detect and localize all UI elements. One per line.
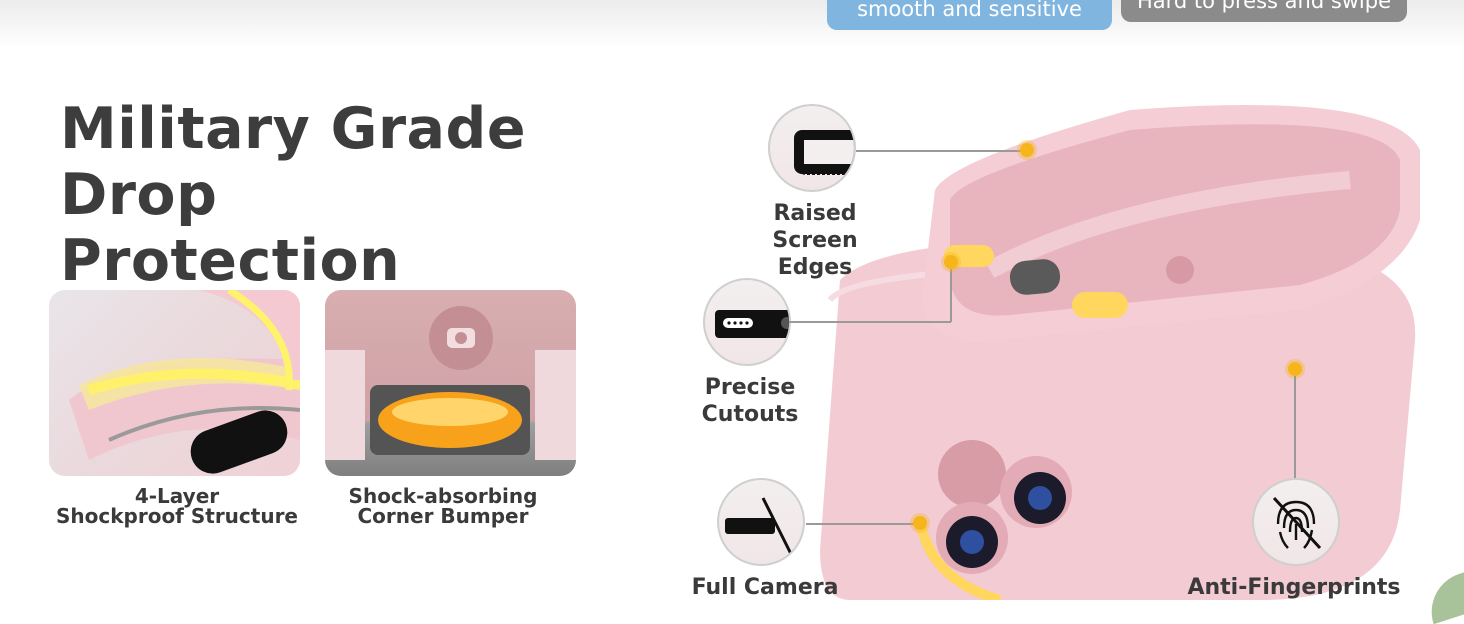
full-camera-label-line-1: Full Camera [691, 575, 839, 600]
corner-bumper-image [325, 290, 576, 476]
precise-cutouts-pointer-line-horizontal [789, 321, 951, 323]
smooth-sensitive-text: smooth and sensitive [857, 0, 1082, 21]
shockproof-structure-image [49, 290, 300, 476]
full-camera-pointer-line [806, 523, 916, 525]
corner-bumper-caption-line-2: Corner Bumper [357, 504, 529, 528]
corner-bumper-caption-line-1: Shock-absorbing [348, 484, 538, 508]
title-line-2: Protection [60, 228, 401, 294]
full-camera-label: Full Camera [690, 574, 840, 601]
smooth-sensitive-badge: smooth and sensitive [827, 0, 1112, 30]
shockproof-caption-line-2: Shockproof Structure [55, 504, 298, 528]
anti-fingerprints-label: Anti-Fingerprints [1184, 574, 1404, 601]
anti-fingerprints-circle [1252, 478, 1340, 566]
raised-edge-label-line-1: Raised Screen [772, 201, 858, 253]
pink-phone-case-illustration [820, 105, 1420, 600]
raised-edge-pointer-line [856, 150, 1026, 152]
raised-edge-label: Raised Screen Edges [730, 200, 900, 281]
camera-lens-edge-icon [725, 497, 793, 555]
anti-fingerprints-label-line-1: Anti-Fingerprints [1187, 575, 1401, 600]
raised-edge-label-line-2: Edges [777, 255, 853, 280]
full-camera-marker [913, 516, 927, 530]
shockproof-caption: 4-Layer Shockproof Structure [47, 486, 307, 526]
anti-fingerprints-pointer-line [1294, 376, 1296, 480]
shockproof-caption-line-1: 4-Layer [134, 484, 220, 508]
port-cutout-icon [715, 310, 789, 338]
corner-bumper-illustration [325, 306, 576, 460]
title-line-1: Military Grade Drop [60, 96, 526, 228]
precise-cutouts-marker [944, 255, 958, 269]
precise-cutouts-label: Precise Cutouts [690, 374, 810, 428]
precise-cutouts-label-line-1: Precise [704, 375, 796, 400]
raised-edge-circle [768, 104, 856, 192]
hard-press-badge: Hard to press and swipe [1121, 0, 1407, 22]
precise-cutouts-pointer-line-vertical [950, 262, 952, 322]
fingerprint-icon [1272, 496, 1322, 550]
full-camera-circle [717, 478, 805, 566]
precise-cutouts-label-line-2: Cutouts [701, 402, 799, 427]
raised-edge-marker [1020, 143, 1034, 157]
precise-cutouts-circle [703, 278, 791, 366]
layer-structure-illustration [69, 290, 300, 474]
raised-edge-icon [794, 130, 854, 175]
anti-fingerprints-marker [1288, 362, 1302, 376]
hard-press-text: Hard to press and swipe [1136, 0, 1392, 13]
page-title: Military Grade Drop Protection [60, 96, 700, 294]
camera-icon [447, 328, 475, 348]
corner-bumper-caption: Shock-absorbing Corner Bumper [313, 486, 573, 526]
